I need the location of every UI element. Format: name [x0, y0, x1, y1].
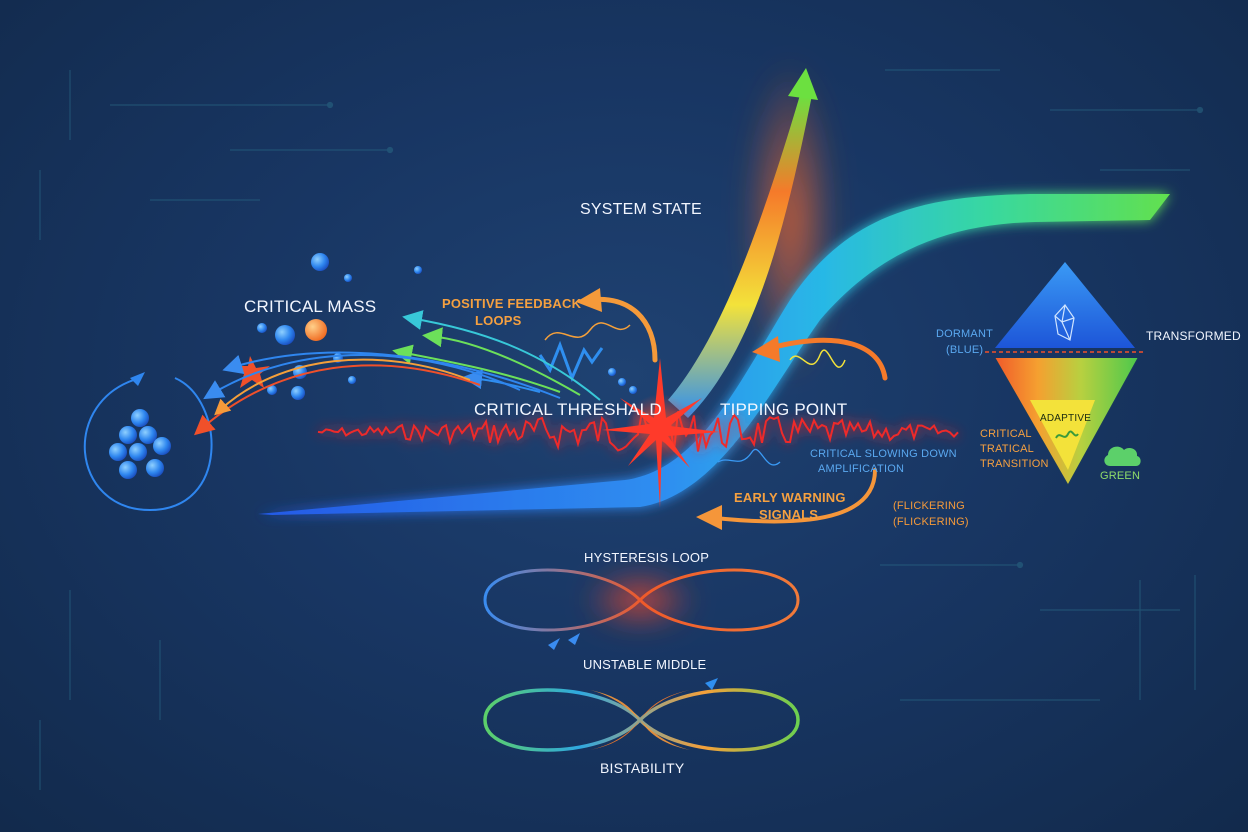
system-state-curve	[258, 194, 1170, 515]
dormant-label: DORMANT	[936, 328, 994, 340]
flickering-label: (FLICKERING	[893, 500, 965, 512]
critical-transition-label-2: TRATICAL	[980, 443, 1034, 455]
tipping-wave	[789, 349, 846, 368]
critical-mass-cluster	[83, 372, 213, 512]
system-state-label: SYSTEM STATE	[580, 201, 702, 218]
feedback-zigzag	[538, 340, 604, 383]
wave-icon	[544, 322, 631, 341]
particles	[234, 253, 637, 400]
feedback-arrow	[587, 296, 658, 363]
critical-transition-label-3: TRANSITION	[980, 458, 1049, 470]
positive-feedback-label-2: LOOPS	[475, 313, 522, 328]
tipping-return-arrow	[767, 337, 888, 381]
positive-feedback-label: POSITIVE FEEDBACK	[442, 296, 582, 311]
green-label: GREEN	[1100, 470, 1141, 482]
amplification-label: AMPLIFICATION	[818, 463, 905, 475]
adaptive-label: ADAPTIVE	[1040, 413, 1092, 424]
flickering-label-2: (FLICKERING)	[893, 516, 969, 528]
transformed-label: TRANSFORMED	[1146, 329, 1241, 343]
bistability-loop	[483, 678, 800, 752]
hysteresis-loop-label: HYSTERESIS LOOP	[584, 550, 710, 565]
hysteresis-loop	[483, 568, 800, 650]
crystal-icon	[1054, 304, 1075, 341]
early-warning-label-2: SIGNALS	[759, 507, 819, 522]
phase-triangle	[985, 262, 1145, 487]
bistability-label: BISTABILITY	[600, 760, 685, 776]
burst-icon	[602, 358, 720, 508]
critical-mass-label: CRITICAL MASS	[244, 297, 377, 316]
early-warning-arrow	[713, 468, 877, 524]
critical-slowing-label: CRITICAL SLOWING DOWN	[810, 448, 957, 460]
dormant-blue-label: (BLUE)	[946, 344, 984, 356]
tipping-point-label: TIPPING POINT	[720, 400, 848, 419]
slowing-wave	[717, 448, 781, 466]
unstable-middle-label: UNSTABLE MIDDLE	[583, 657, 707, 672]
spike-curve	[668, 95, 812, 418]
critical-transition-label: CRITICAL	[980, 428, 1032, 440]
feedback-arrows	[193, 310, 601, 436]
spike-arrow	[788, 68, 818, 100]
early-warning-label: EARLY WARNING	[734, 490, 846, 505]
circuit-decoration	[39, 69, 1204, 790]
critical-threshold-label: CRITICAL THRESHALD	[474, 400, 662, 419]
star-icon	[234, 356, 270, 388]
cloud-icon	[1104, 446, 1141, 466]
adaptive-wave-icon	[1055, 430, 1079, 439]
